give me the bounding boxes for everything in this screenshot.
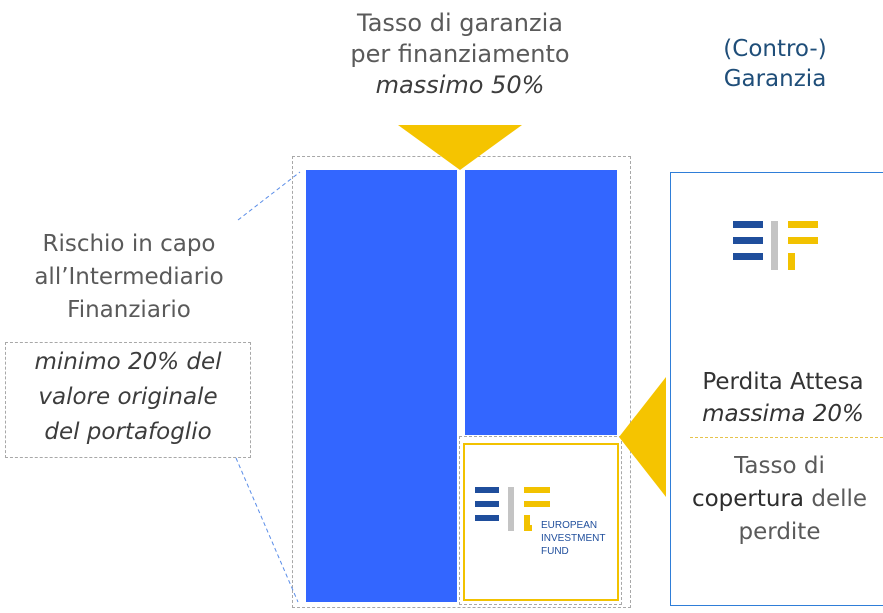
portfolio-block-left [306,170,457,602]
rate-caption-line2: per finanziamento [350,40,570,68]
eif-fund-box: EUROPEAN INVESTMENT FUND [463,443,619,601]
rate-caption-line1: Tasso di garanzia [357,9,563,37]
intermediary-risk-box: minimo 20% del valore originale del port… [5,342,251,458]
portfolio-block-guaranteed [465,170,617,435]
down-triangle-icon [398,125,522,170]
eif-wordmark-line1: EUROPEAN [541,520,598,531]
guarantee-title-line1: (Contro-) [723,36,827,62]
connector-bottom [235,457,299,603]
rate-caption-max: massimo 50% [375,71,545,99]
coverage-keyword: copertura [691,486,805,512]
coverage-line1: Tasso di [734,453,825,479]
rate-caption: Tasso di garanzia per finanziamento mass… [320,8,600,101]
guarantee-title: (Contro-) Garanzia [690,34,860,94]
risk-box-line3: del portafoglio [44,419,212,445]
guarantee-panel [670,172,883,606]
risk-box-line2: valore originale [38,384,218,410]
eif-wordmark-line2: INVESTMENT [541,533,606,544]
risk-box-line1: minimo 20% del [34,349,222,375]
expected-loss-divider [690,437,883,438]
coverage-line2: copertura delle [672,483,883,516]
risk-caption-line1: Rischio in capo [42,231,216,257]
expected-loss-caption: Perdita Attesa massima 20% [678,366,883,430]
risk-caption-line2: all’Intermediario [34,264,224,290]
connector-top [237,171,301,221]
eif-wordmark: EUROPEAN INVESTMENT FUND [541,519,605,558]
loss-coverage-caption: Tasso di copertura delle perdite [672,450,883,549]
intermediary-risk-caption: Rischio in capo all’Intermediario Finanz… [0,228,258,327]
left-triangle-icon [619,377,666,497]
guarantee-title-line2: Garanzia [723,66,827,92]
coverage-line3: perdite [738,519,821,545]
expected-loss-max: massima 20% [702,401,864,427]
eif-logo-icon [475,487,550,531]
eif-wordmark-line3: FUND [541,546,569,557]
eif-logo-icon [733,221,818,270]
expected-loss-line1: Perdita Attesa [702,369,864,395]
coverage-tail: delle [804,486,868,512]
loss-slice-frame [459,436,622,605]
risk-caption-line3: Finanziario [67,297,191,323]
